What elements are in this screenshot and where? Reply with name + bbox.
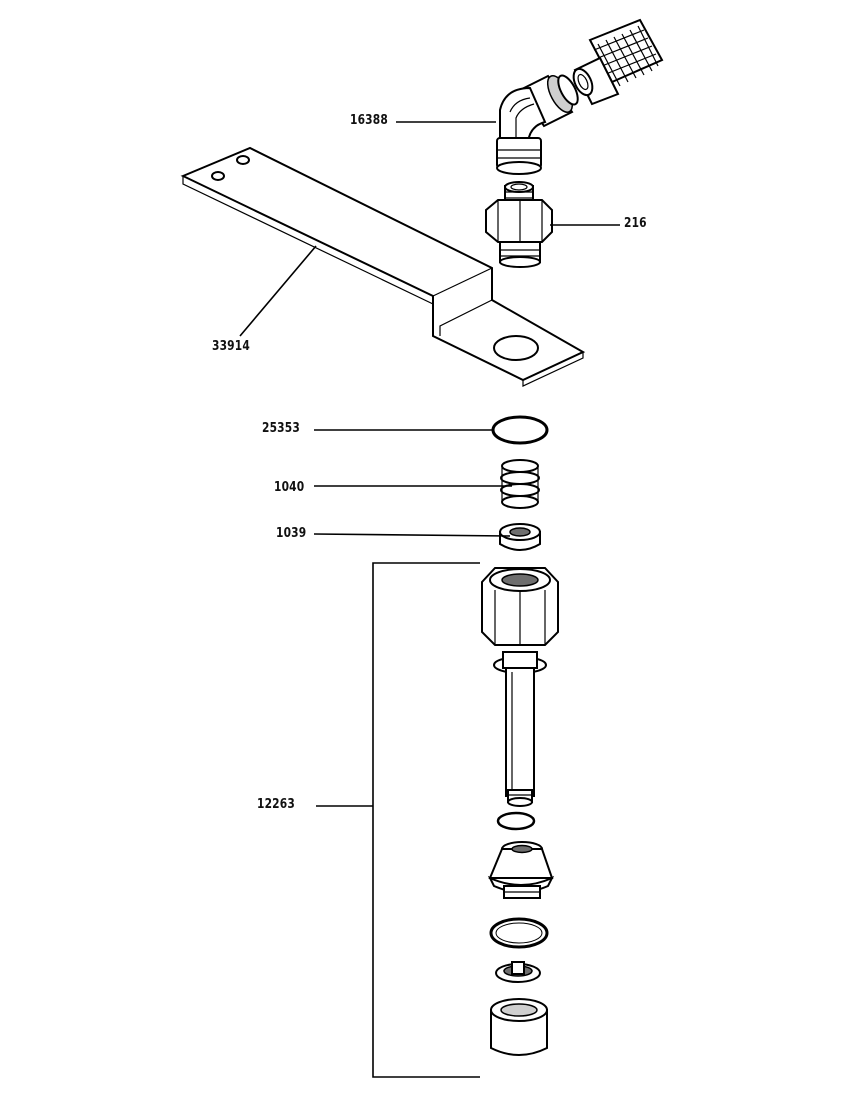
callout-216: 216 (624, 216, 647, 231)
callout-16388: 16388 (350, 113, 388, 128)
o-ring-25353 (491, 415, 549, 445)
callout-1040: 1040 (274, 480, 305, 495)
callout-25353: 25353 (262, 421, 300, 436)
assembly-12263 (481, 567, 559, 1056)
leader-1039 (313, 533, 511, 537)
callout-33914: 33914 (212, 339, 250, 354)
bracket-33914 (180, 146, 586, 387)
spring-1040 (500, 459, 540, 509)
callout-1039: 1039 (276, 526, 307, 541)
callout-12263: 12263 (257, 797, 295, 812)
leader-33914 (239, 245, 317, 337)
bracket-12263 (372, 562, 480, 1078)
adapter-216 (485, 181, 553, 268)
leader-lines (239, 121, 620, 1078)
elbow-fitting-16388 (496, 74, 579, 175)
strainer-filter (572, 18, 664, 106)
seat-1039 (499, 523, 541, 551)
